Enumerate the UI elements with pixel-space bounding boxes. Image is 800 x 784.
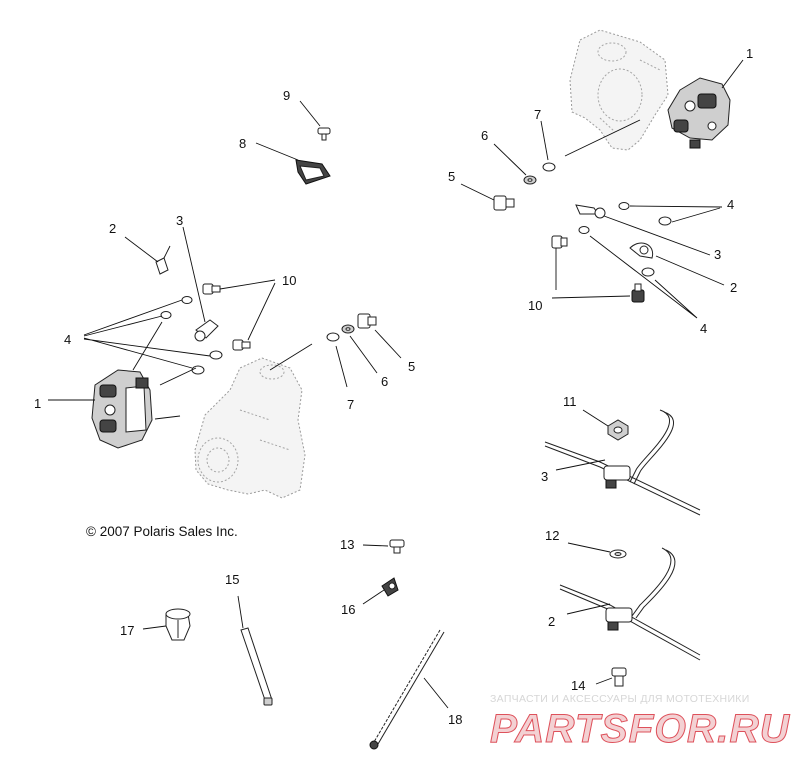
callout-10-left: 10 [282,273,296,288]
clip-16 [381,577,399,597]
callout-3-bottom: 3 [541,469,548,484]
washer-4-right-b [658,216,672,226]
callout-18: 18 [448,712,462,727]
caliper-left [91,369,153,449]
callout-9: 9 [283,88,290,103]
knuckle-left-outline [194,357,306,499]
copyright-text: © 2007 Polaris Sales Inc. [86,524,238,539]
watermark-logo: ЗАПЧАСТИ И АКСЕССУАРЫ ДЛЯ МОТОТЕХНИКИ PA… [490,693,790,752]
callout-2-right: 2 [730,280,737,295]
callout-6-right: 6 [481,128,488,143]
leader-lines [48,59,744,709]
banjo-bolt-3-right [575,204,606,219]
callout-10-right: 10 [528,298,542,313]
washer-7-left [326,332,340,342]
washer-4-right-d [641,267,655,277]
callout-6-left: 6 [381,374,388,389]
callout-4-left: 4 [64,332,71,347]
bolt-10-left-a [202,283,221,295]
washer-4-right-a [618,202,630,210]
callout-1-left: 1 [34,396,41,411]
tie-strap-15 [240,627,273,706]
hose-2-left [155,245,171,275]
bolt-5-right [493,195,515,211]
bolt-10-right-a [551,235,568,249]
bracket-8 [295,159,331,185]
screw-13 [389,539,405,554]
bolt-10-right-b [631,283,645,303]
washer-4-left-d [191,365,205,375]
washer-4-left-c [209,350,223,360]
callout-4-right-bottom: 4 [700,321,707,336]
washer-4-left-b [160,311,172,319]
washer-6-right [523,175,537,185]
washer-6-left [341,324,355,334]
knuckle-right-outline [569,29,669,151]
screw-9 [317,127,331,141]
callout-2-left: 2 [109,221,116,236]
watermark-brand: PARTSFOR.RU [490,707,790,751]
callout-7-left: 7 [347,397,354,412]
callout-16: 16 [341,602,355,617]
bolt-5-left [357,313,377,329]
callout-4-right-top: 4 [727,197,734,212]
bolt-10-left-b [232,339,251,351]
hose-2-right [629,242,654,259]
grommet-17 [165,608,191,641]
callout-3-right: 3 [714,247,721,262]
callout-12: 12 [545,528,559,543]
callout-7-right: 7 [534,107,541,122]
callout-8: 8 [239,136,246,151]
nut-11 [607,419,629,441]
callout-1-right: 1 [746,46,753,61]
watermark-tagline: ЗАПЧАСТИ И АКСЕССУАРЫ ДЛЯ МОТОТЕХНИКИ [490,693,750,705]
callout-2-bottom: 2 [548,614,555,629]
caliper-right [667,77,731,149]
callout-3-left: 3 [176,213,183,228]
callout-15: 15 [225,572,239,587]
washer-12 [609,549,627,559]
hose-assembly-3 [544,409,701,516]
washer-4-left-a [181,296,193,304]
washer-7-right [542,162,556,172]
callout-5-right: 5 [448,169,455,184]
callout-13: 13 [340,537,354,552]
callout-5-left: 5 [408,359,415,374]
callout-11: 11 [563,394,577,409]
banjo-bolt-3-left [194,319,219,342]
callout-14: 14 [571,678,585,693]
callout-17: 17 [120,623,134,638]
bolt-14 [611,667,627,687]
tie-strap-18 [369,629,445,750]
washer-4-right-c [578,226,590,234]
hose-assembly-2 [559,547,701,661]
